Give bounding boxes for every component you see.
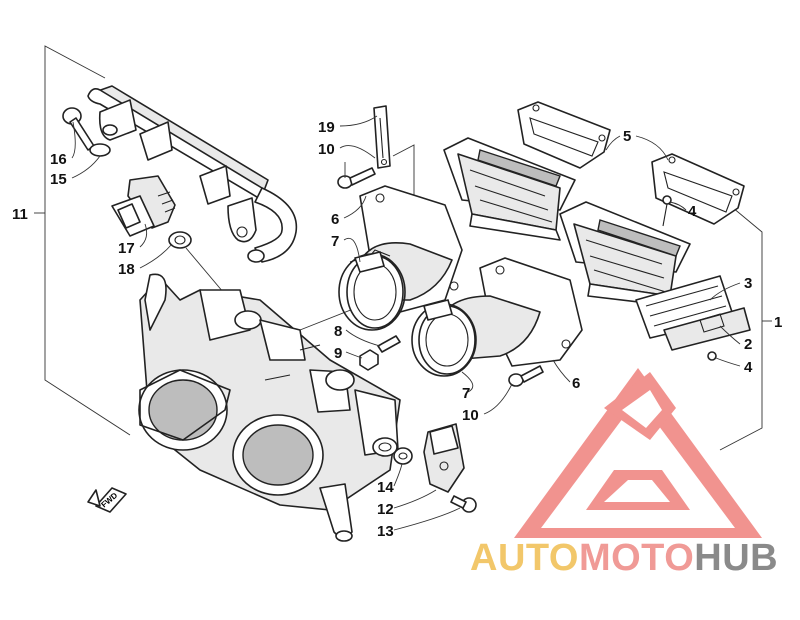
leader-lines (71, 115, 741, 531)
callout-10-lower: 10 (462, 407, 479, 424)
watermark-logo (514, 368, 762, 538)
group-bracket-11 (34, 45, 131, 436)
callout-2: 2 (744, 336, 752, 353)
callout-13: 13 (377, 523, 394, 540)
callout-7-upper: 7 (331, 233, 339, 250)
screw-13 (450, 495, 477, 513)
callout-16: 16 (50, 151, 67, 168)
reed-stopper-2 (663, 307, 751, 351)
bolt-16 (62, 107, 95, 151)
watermark-text: AUTOMOTOHUB (470, 537, 778, 579)
callout-19: 19 (318, 119, 335, 136)
svg-text:AUTOMOTOHUB: AUTOMOTOHUB (470, 537, 778, 579)
forward-direction-arrow: FWD (87, 487, 127, 513)
intake-boot-right (418, 257, 583, 375)
screw-4-lower (707, 351, 717, 361)
callout-6-lower: 6 (572, 375, 580, 392)
callout-1: 1 (774, 314, 782, 331)
bracket-19 (373, 105, 391, 169)
callout-18: 18 (118, 261, 135, 278)
callout-17: 17 (118, 240, 135, 257)
nut-9 (359, 349, 379, 371)
callout-9: 9 (334, 345, 342, 362)
fuel-rail (87, 85, 298, 263)
screw-10-lower (508, 365, 544, 387)
gasket-5-upper (517, 101, 611, 169)
callout-11: 11 (12, 206, 28, 223)
clamp-7-lower (411, 299, 477, 377)
o-ring-14 (393, 447, 413, 465)
gasket-5-lower (651, 153, 745, 225)
callout-14: 14 (377, 479, 394, 496)
callout-4-upper: 4 (688, 203, 697, 220)
screw-4-upper (662, 195, 672, 227)
callout-5: 5 (623, 128, 631, 145)
reed-valve-upper (443, 137, 576, 241)
watermark-auto: AUTO (470, 537, 579, 579)
o-ring-18 (168, 231, 192, 249)
clamp-7-upper (338, 251, 406, 331)
screw-10-upper (337, 167, 376, 189)
throttle-body (138, 273, 401, 542)
callout-10-upper: 10 (318, 141, 335, 158)
callout-12: 12 (377, 501, 394, 518)
callout-4-lower: 4 (744, 359, 753, 376)
callout-3: 3 (744, 275, 752, 292)
throttle-position-sensor-12 (423, 423, 465, 493)
watermark-hub: HUB (694, 537, 778, 579)
watermark-moto: MOTO (579, 537, 694, 579)
callout-7-lower: 7 (462, 385, 470, 402)
callout-15: 15 (50, 171, 67, 188)
intake-boot-left (346, 185, 463, 329)
callout-8: 8 (334, 323, 342, 340)
callout-labels: 1 2 3 4 4 5 6 6 7 7 8 9 10 10 11 12 13 1… (12, 119, 782, 540)
bolt-8 (377, 335, 401, 353)
callout-6-upper: 6 (331, 211, 339, 228)
fuel-injector-17 (111, 175, 176, 237)
washer-15 (89, 143, 111, 157)
